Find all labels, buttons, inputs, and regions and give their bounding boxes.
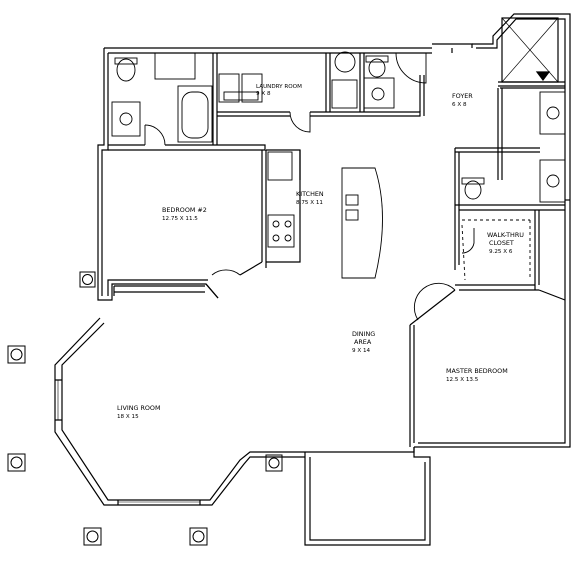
- kitchen-fixtures: [267, 151, 383, 279]
- sink-counter: [111, 101, 141, 137]
- foyer-name: FOYER: [452, 92, 473, 100]
- door-swings: [144, 52, 475, 321]
- sink-icon: [546, 106, 560, 120]
- living-room-walls: [54, 317, 305, 506]
- column-markers: [7, 271, 283, 546]
- bedroom2-name: BEDROOM #2: [162, 206, 207, 214]
- dining-name-line2: AREA: [354, 338, 372, 346]
- bedroom2-dims: 12.75 X 11.5: [162, 216, 198, 222]
- closet-strip: [113, 285, 205, 296]
- dining-dims: 9 X 14: [352, 348, 371, 354]
- toilet-tank-icon: [114, 57, 138, 65]
- laundry-room-name: LAUNDRY ROOM: [256, 84, 302, 90]
- fixtures: [111, 51, 566, 281]
- toilet-icon: [116, 58, 136, 82]
- living-room-dims: 18 X 15: [117, 414, 139, 420]
- toilet-icon: [334, 51, 356, 73]
- toilet-icon: [368, 58, 386, 78]
- dining-name-line1: DINING: [352, 330, 375, 338]
- sink-icon: [119, 112, 133, 126]
- balcony: [304, 447, 431, 546]
- sink-icon: [546, 174, 560, 188]
- shower: [498, 17, 565, 87]
- laundry-room-dims: 9 X 8: [256, 91, 271, 97]
- closet-name-line2: CLOSET: [489, 239, 514, 247]
- closet-name-line1: WALK-THRU: [487, 231, 524, 239]
- kitchen-dims: 8.75 X 11: [296, 200, 323, 206]
- master-bedroom-dims: 12.5 X 13.5: [446, 377, 479, 383]
- kitchen-name: KITCHEN: [296, 190, 324, 198]
- master-bedroom-name: MASTER BEDROOM: [446, 367, 508, 375]
- washer-icon: [218, 73, 240, 103]
- refrigerator-icon: [267, 151, 293, 181]
- sink-icon: [371, 87, 385, 101]
- stove-icon: [267, 214, 295, 248]
- sink-icon: [345, 194, 359, 206]
- dryer-icon: [241, 73, 263, 103]
- room-labels: LAUNDRY ROOM 9 X 8 FOYER 6 X 8 BEDROOM #…: [117, 84, 524, 420]
- toilet-icon: [464, 180, 482, 200]
- kitchen-island: [341, 167, 383, 279]
- bathtub-icon: [177, 85, 213, 143]
- closet-dims: 9.25 X 6: [489, 249, 513, 255]
- foyer-dims: 6 X 8: [452, 102, 467, 108]
- living-room-name: LIVING ROOM: [117, 404, 160, 412]
